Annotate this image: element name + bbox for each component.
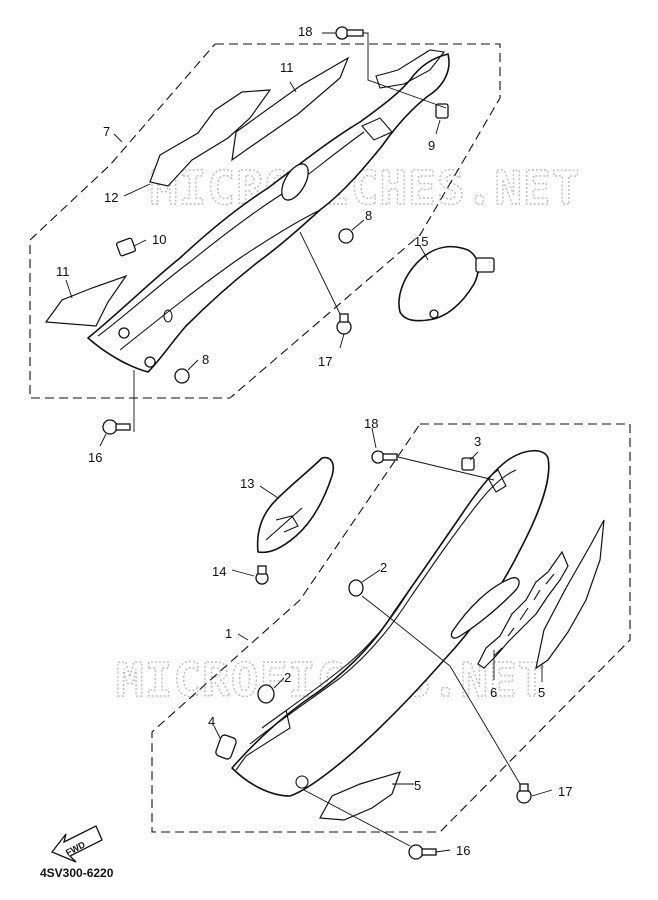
callout-13: 13 xyxy=(240,476,254,491)
decal-6 xyxy=(477,550,569,669)
callout-18: 18 xyxy=(298,24,312,39)
side-cover-upper-bracket xyxy=(361,117,393,141)
leader-18-lower xyxy=(371,427,495,481)
bolt-16-upper xyxy=(102,419,131,435)
callout-5: 5 xyxy=(538,685,545,700)
callout-6: 6 xyxy=(490,685,497,700)
callout-18: 18 xyxy=(364,416,378,431)
leader-18-upper xyxy=(322,32,447,109)
callout-7: 7 xyxy=(103,124,110,139)
bolt-16-lower xyxy=(408,844,437,860)
leader-2-upper xyxy=(361,569,451,667)
leader-15 xyxy=(419,245,429,261)
side-cover-upper-tab xyxy=(375,49,446,89)
bolt-18-lower xyxy=(371,450,398,464)
side-cover-upper xyxy=(87,53,450,373)
leader-8-upper xyxy=(351,219,365,231)
grommet-8-upper xyxy=(338,228,354,244)
callout-15: 15 xyxy=(414,234,428,249)
decal-11-left xyxy=(44,274,128,327)
watermark-top: MICROFICHES.NET xyxy=(150,161,580,215)
decal-5-bottom xyxy=(319,771,401,821)
grommet-2-lower xyxy=(257,684,275,704)
side-cover-lower-rail xyxy=(261,585,413,729)
callout-5: 5 xyxy=(414,778,421,793)
leader-12 xyxy=(123,183,151,197)
callout-10: 10 xyxy=(152,232,166,247)
assembly-7-boundary xyxy=(29,43,501,399)
side-cover-upper-hole xyxy=(163,309,173,323)
decal-12 xyxy=(149,89,272,187)
leader-13 xyxy=(259,485,279,499)
clip-upper xyxy=(118,327,130,339)
bolt-17-upper xyxy=(336,313,352,335)
side-cover-lower-top-tab xyxy=(487,469,507,493)
leader-16-upper xyxy=(99,370,135,447)
callout-8: 8 xyxy=(202,352,209,367)
side-cover-lower-slot xyxy=(450,577,520,639)
callout-17: 17 xyxy=(558,784,572,799)
leader-11-left xyxy=(65,279,73,299)
leader-14 xyxy=(231,569,255,577)
callout-4: 4 xyxy=(208,714,215,729)
leader-9 xyxy=(435,119,441,135)
bracket-13 xyxy=(256,456,335,554)
callout-14: 14 xyxy=(212,564,226,579)
side-cover-upper-slot xyxy=(281,163,309,201)
mount-upper xyxy=(144,356,156,368)
leader-16-lower xyxy=(303,789,451,853)
leader-4 xyxy=(213,725,221,739)
leader-8-lower xyxy=(187,359,199,371)
callout-3: 3 xyxy=(474,434,481,449)
callout-17: 17 xyxy=(318,354,332,369)
diagram-code: 4SV300-6220 xyxy=(40,866,114,880)
decal-5-right xyxy=(535,519,605,670)
fwd-arrow-icon: FWD xyxy=(50,825,103,863)
leader-7 xyxy=(113,133,123,143)
leader-1 xyxy=(237,633,249,641)
callout-2: 2 xyxy=(284,670,291,685)
callout-11: 11 xyxy=(56,264,70,279)
side-cover-lower-fold xyxy=(235,709,291,771)
callout-1: 1 xyxy=(225,626,232,641)
side-cover-lower-hole xyxy=(295,775,309,789)
leader-17-upper xyxy=(299,231,345,349)
side-cover-lower-inner-edge xyxy=(249,469,517,745)
grommet-10 xyxy=(116,237,136,257)
decal-11-top xyxy=(231,56,350,162)
callout-2: 2 xyxy=(380,560,387,575)
leader-3 xyxy=(469,451,479,461)
screw-14 xyxy=(255,565,269,585)
assembly-1-boundary xyxy=(151,423,631,833)
side-cover-upper-inner-edge xyxy=(97,131,365,337)
callout-16: 16 xyxy=(88,450,102,465)
bracket-15 xyxy=(398,245,495,322)
leader-17-lower xyxy=(449,665,553,797)
callout-8: 8 xyxy=(365,208,372,223)
grommet-4 xyxy=(215,734,237,760)
grommet-2-upper xyxy=(348,579,364,597)
callout-9: 9 xyxy=(428,138,435,153)
bolt-17-lower xyxy=(516,783,532,804)
callout-12: 12 xyxy=(104,190,118,205)
leader-10 xyxy=(133,239,147,247)
side-cover-lower xyxy=(231,449,550,797)
callout-11: 11 xyxy=(280,60,294,75)
nut-3 xyxy=(461,457,475,471)
grommet-8-lower xyxy=(174,368,190,384)
leader-2-lower xyxy=(273,677,285,689)
callout-16: 16 xyxy=(456,843,470,858)
bolt-18-upper xyxy=(335,26,364,40)
side-cover-upper-rail xyxy=(119,209,321,351)
leader-11-upper xyxy=(289,81,297,93)
